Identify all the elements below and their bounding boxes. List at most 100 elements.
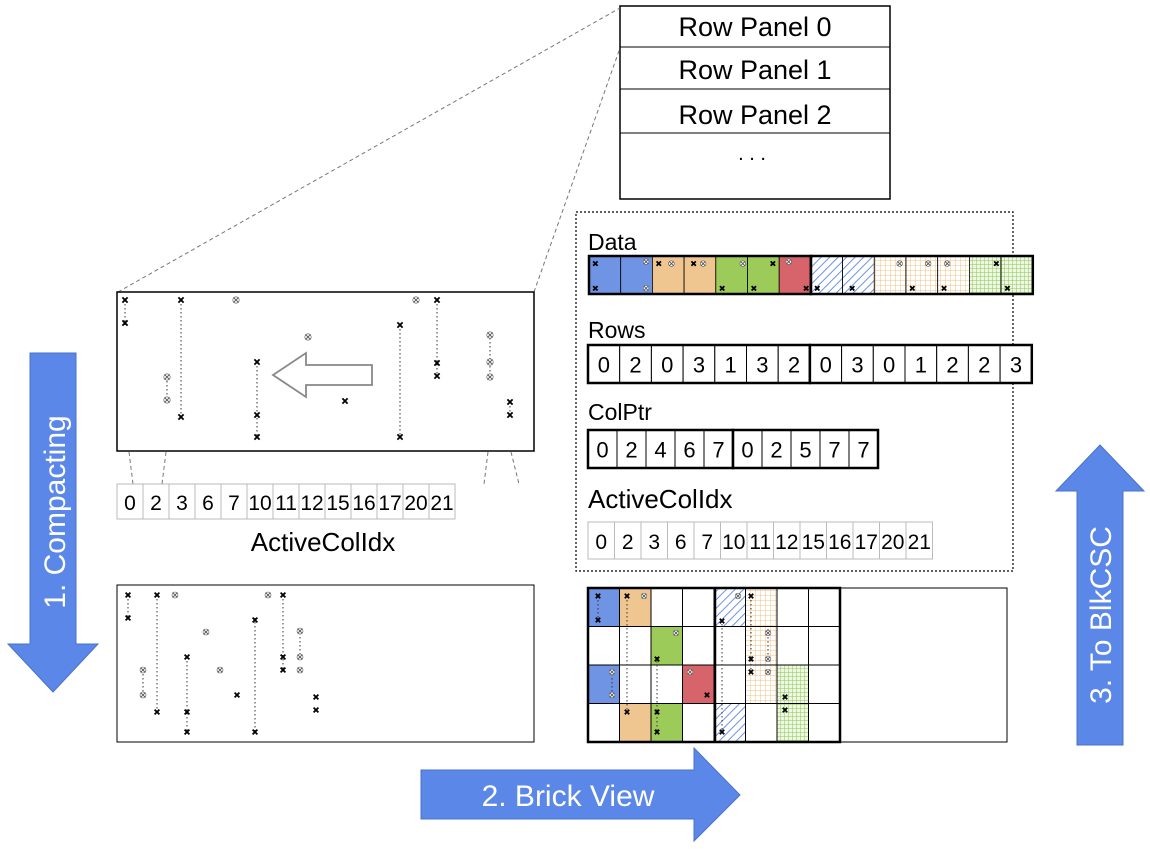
nonzero-mark [1004,285,1011,292]
array-cell [732,429,763,469]
brick-cell [714,588,746,627]
index-value: 21 [908,531,931,554]
zoom-lines [117,7,621,293]
array-value: 0 [598,352,610,377]
brick-cell [588,588,620,627]
index-value: 0 [124,492,136,515]
nonzero-mark [608,691,616,699]
brick-view-arrow: 2. Brick View [420,746,741,843]
array-value: 3 [756,352,768,377]
nonzero-mark [748,593,754,599]
array-value: 3 [693,352,705,377]
index-value: 15 [326,492,349,515]
data-cell [810,255,844,295]
nonzero-mark [486,373,494,381]
nonzero-mark [279,591,287,599]
nonzero-mark [719,618,725,624]
compacting-arrow: 1. Compacting [6,352,100,693]
nonzero-mark [748,669,754,675]
array-value: 3 [1010,352,1022,377]
index-cell [879,521,907,560]
nonzero-mark [849,285,855,292]
nonzero-mark [782,707,788,713]
nonzero-mark [751,285,757,292]
nonzero-mark [719,285,725,292]
nonzero-mark [925,260,932,267]
array-value: 0 [741,437,753,462]
nonzero-mark [719,729,725,735]
brick-cell [619,588,651,627]
brick-view-label: 2. Brick View [482,780,655,813]
data-label: Data [588,229,637,255]
nonzero-mark [412,296,420,304]
index-value: 16 [828,531,851,554]
index-value: 7 [228,492,240,515]
index-value: 17 [855,531,878,554]
data-cell [905,255,939,295]
index-cell [168,483,196,520]
nonzero-mark [177,296,185,304]
data-array [587,254,1035,296]
brick-cell [651,703,683,742]
array-cell [761,429,792,469]
array-value: 0 [596,437,608,462]
data-cell [842,255,875,295]
nonzero-mark [764,629,772,637]
array-value: 5 [799,437,811,462]
index-cell [376,483,404,520]
compacted-panel [116,584,535,743]
nonzero-mark [251,616,259,624]
nonzero-mark [121,319,129,327]
array-value: 1 [725,352,737,377]
index-value: 6 [675,531,687,554]
array-cell [777,344,811,384]
row-panel-2-label: Row Panel 2 [678,100,831,130]
index-cell [693,521,721,560]
array-value: 0 [661,352,673,377]
index-cell [773,521,801,560]
array-value: 2 [946,352,958,377]
data-cell [683,255,717,295]
nonzero-mark [655,260,662,267]
left-arrow-icon [271,351,373,399]
nonzero-mark [233,691,241,699]
nonzero-mark [202,628,210,636]
index-cell [614,521,642,560]
nonzero-mark [896,260,903,267]
array-value: 6 [683,437,695,462]
array-value: 7 [712,437,724,462]
row-panel-more-label: . . . [738,143,766,165]
nonzero-mark [704,692,710,698]
compacting-label: 1. Compacting [39,415,72,608]
nonzero-mark [739,260,746,267]
array-value: 1 [915,352,927,377]
nonzero-mark [124,614,132,622]
nonzero-mark [153,591,161,599]
nonzero-mark [296,653,304,661]
index-cell [350,483,378,520]
nonzero-mark [764,655,772,663]
data-cell [937,255,970,295]
nonzero-mark [251,728,259,736]
index-cell [720,521,748,560]
nonzero-mark [654,709,660,715]
index-cell [799,521,827,560]
nonzero-mark [216,666,224,674]
nonzero-mark [139,666,147,674]
index-value: 3 [648,531,660,554]
nonzero-mark [177,413,185,421]
nonzero-mark [734,592,742,600]
index-value: 11 [275,492,297,515]
index-cell [905,521,933,560]
nonzero-mark [433,296,441,304]
index-value: 6 [202,492,214,515]
nonzero-mark [595,617,601,623]
index-cell [587,521,615,560]
nonzero-mark [296,627,304,635]
nonzero-mark [153,708,161,716]
colptr-label: ColPtr [588,399,652,425]
index-cell [852,521,880,560]
